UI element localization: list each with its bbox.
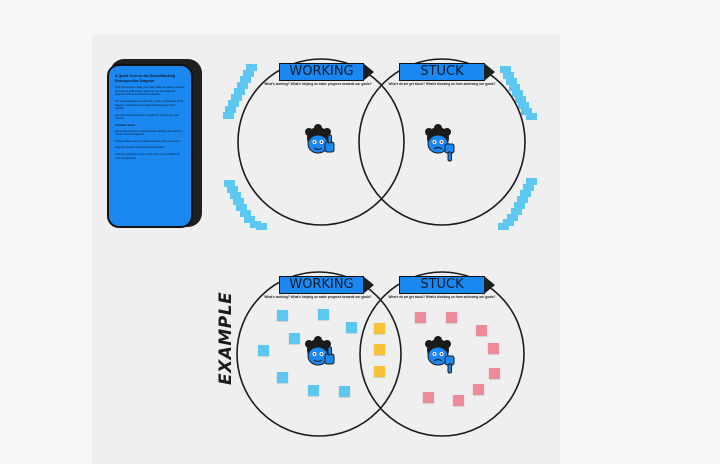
thumbs-up-character-icon <box>305 124 335 154</box>
stuck-circle <box>359 271 525 437</box>
working-caption: What's working? What's helping us make p… <box>264 82 372 86</box>
thumbs-down-character-icon <box>425 336 455 374</box>
ribbon-arrow-icon <box>484 276 495 294</box>
thumbs-up-character-icon <box>305 336 335 366</box>
sticky-note[interactable] <box>339 386 350 397</box>
decor-stripe-top-right <box>500 66 537 120</box>
sticky-note[interactable] <box>374 344 385 355</box>
sticky-note[interactable] <box>453 395 464 406</box>
sticky-note[interactable] <box>277 372 288 383</box>
ribbon-arrow-icon <box>363 63 374 81</box>
info-card-paragraph: Ask each participant to add sticky notes… <box>115 99 184 111</box>
info-card-paragraph: This retrospective helps your team refle… <box>115 86 185 97</box>
decor-stripe-bottom-right <box>498 178 537 230</box>
info-card-note: Remember that the overlap between Workin… <box>115 129 182 137</box>
sticky-note[interactable] <box>488 343 499 354</box>
working-caption: What's working? What's helping us make p… <box>264 295 372 299</box>
info-card-note: Close by agreeing on one or two actions … <box>115 152 181 160</box>
sticky-note[interactable] <box>318 309 329 320</box>
sticky-note[interactable] <box>476 325 487 336</box>
decor-stripe-bottom-left <box>224 180 267 230</box>
working-circle <box>237 58 405 226</box>
info-card-paragraph: Use the example below as a guide for run… <box>115 113 180 121</box>
ribbon-arrow-icon <box>363 276 374 294</box>
sticky-note[interactable] <box>308 385 319 396</box>
working-ribbon[interactable]: WORKING <box>279 276 364 294</box>
sticky-note[interactable] <box>289 333 300 344</box>
info-card-note: Group similar notes into themes before v… <box>115 139 181 143</box>
info-card-title: A Quick Tour on the Stuck/Working Retros… <box>115 74 176 83</box>
sticky-note[interactable] <box>374 323 385 334</box>
info-card-subheading: Facilitator Notes <box>115 123 136 127</box>
sticky-note[interactable] <box>415 312 426 323</box>
stuck-ribbon[interactable]: STUCK <box>399 63 485 81</box>
sticky-note[interactable] <box>423 392 434 403</box>
stuck-circle <box>358 58 526 226</box>
info-card[interactable]: A Quick Tour on the Stuck/Working Retros… <box>107 64 193 228</box>
sticky-note[interactable] <box>489 368 500 379</box>
sticky-note[interactable] <box>277 310 288 321</box>
working-ribbon[interactable]: WORKING <box>279 63 364 81</box>
stuck-caption: Where do we get stuck? What's blocking u… <box>388 82 496 86</box>
sticky-note[interactable] <box>346 322 357 333</box>
sticky-note[interactable] <box>446 312 457 323</box>
info-card-note: Keep the session time-boxed and focused. <box>115 146 165 150</box>
example-label: EXAMPLE <box>216 291 236 385</box>
working-circle <box>236 271 402 437</box>
ribbon-arrow-icon <box>484 63 495 81</box>
stuck-ribbon[interactable]: STUCK <box>399 276 485 294</box>
sticky-note[interactable] <box>473 384 484 395</box>
thumbs-down-character-icon <box>425 124 455 162</box>
sticky-note[interactable] <box>258 345 269 356</box>
sticky-note[interactable] <box>374 366 385 377</box>
stuck-caption: Where do we get stuck? What's blocking u… <box>388 295 496 299</box>
decor-stripe-top-left <box>223 64 257 119</box>
